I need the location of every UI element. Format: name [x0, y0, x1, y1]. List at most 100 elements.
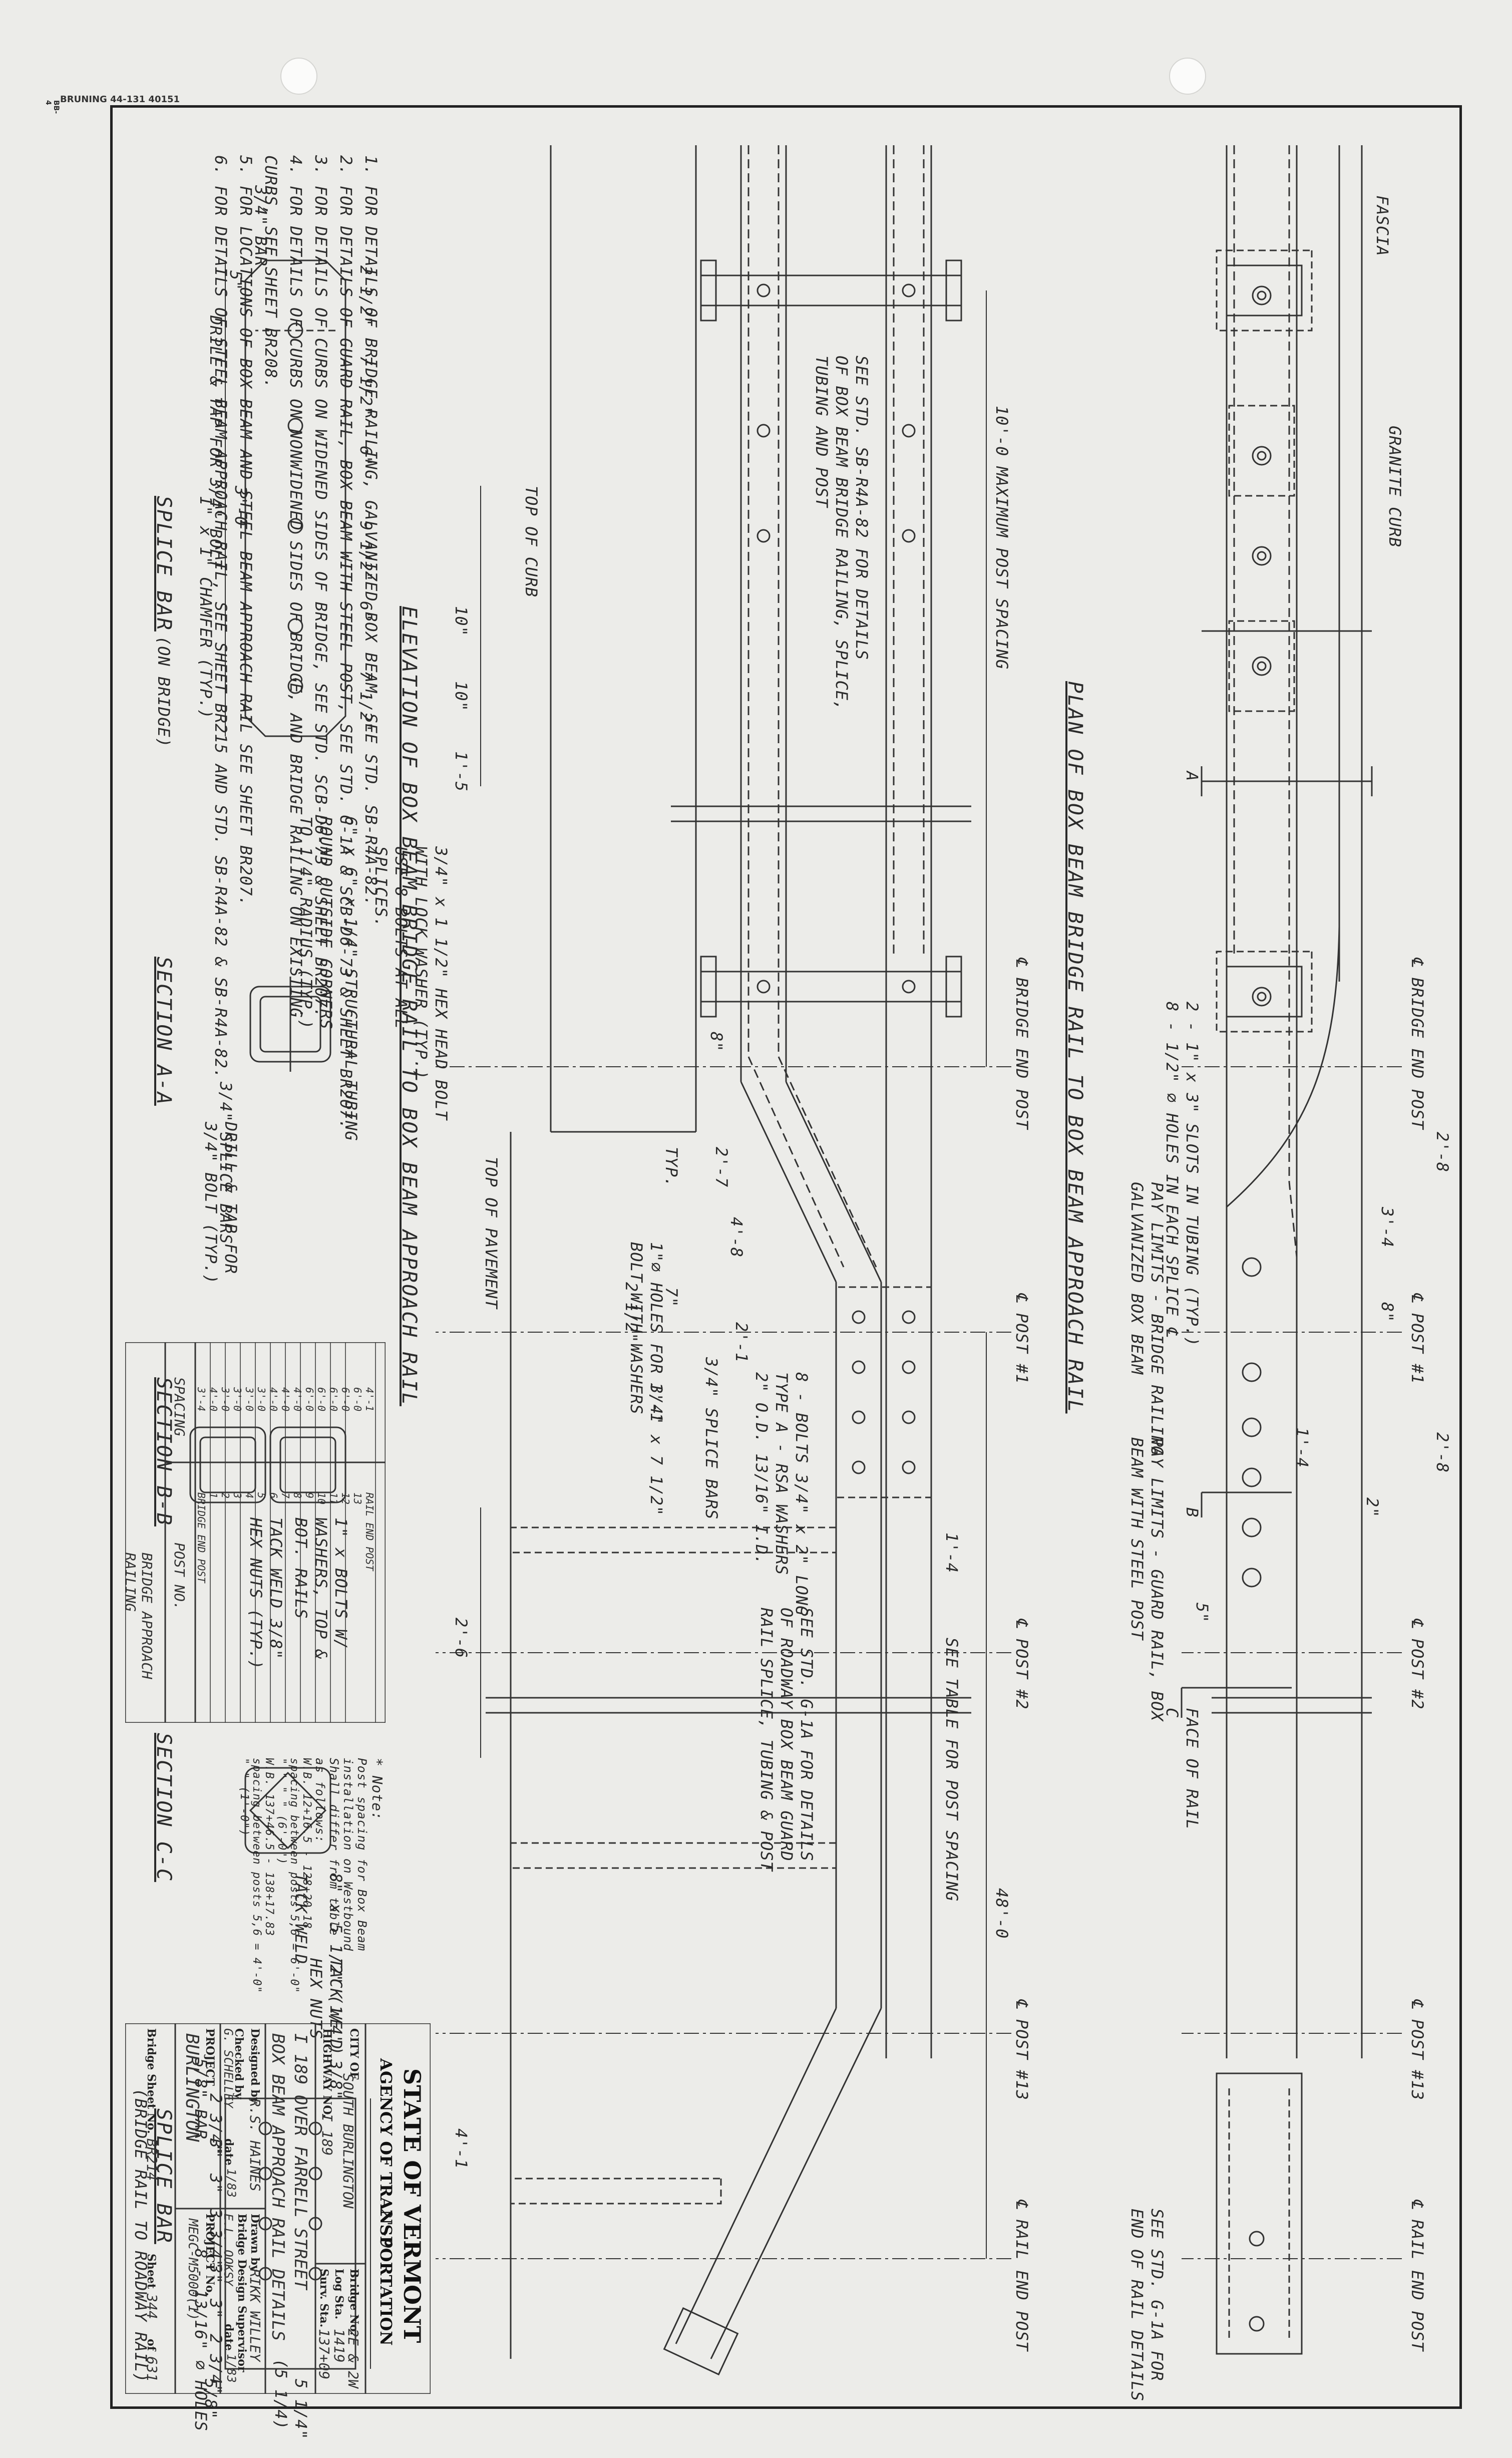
title-drawn: RIKK WILLEY [247, 2269, 263, 2362]
title-bridge-no-label: Bridge No. [347, 2269, 360, 2336]
drawing-linework [189, 145, 1402, 2376]
title-supervisor-label: Bridge Design Supervisor [235, 2214, 248, 2372]
plan-dim-4: 1'-4 [1293, 1427, 1312, 1468]
table-row-spacing: 3'-0 [255, 1387, 267, 1412]
elev-dim-8: 8" [707, 1032, 726, 1052]
title-date-label-2: date [222, 2324, 235, 2351]
table-row-post: 12 [339, 1492, 351, 1505]
title-surv-sta: 137+09 [316, 2329, 332, 2380]
table-row-spacing: 4'-0 [279, 1387, 291, 1412]
elev-dim-10a: 10" [452, 606, 471, 637]
plan-end-of-rail: END OF RAIL DETAILS [1127, 2209, 1147, 2402]
note-2: 2. FOR DETAILS OF GUARD RAIL, BOX BEAM W… [336, 155, 355, 1130]
asterisk-note-6: spacing between posts 5,6 = 6'-0" [288, 1758, 300, 1994]
elev-see-std-g1a-2: OF ROADWAY BOX BEAM GUARD [777, 1608, 796, 1862]
title-drawn-label: Drawn by [248, 2214, 261, 2272]
asterisk-note-9: spacing between posts 5,6 = 4'-0" [250, 1758, 263, 1994]
section-cc-title: SECTION C-C [152, 1733, 175, 1882]
title-sheet-label: Bridge Sheet No. [145, 2028, 158, 2134]
title-designed: R.S. HAINES [247, 2098, 263, 2192]
plan-section-c: C [1163, 1708, 1182, 1718]
plan-pay-limits-bridge: PAY LIMITS - BRIDGE RAILING [1148, 1182, 1167, 1456]
general-notes: 1. FOR DETAILS OF BRIDGE RAILING, GALVAN… [205, 155, 381, 1307]
elev-max-post-spacing: 10'-0 MAXIMUM POST SPACING [992, 406, 1011, 670]
title-sheet-of-label: Sheet [145, 2254, 158, 2289]
title-project-1: I 189 OVER FARRELL STREET [290, 2033, 310, 2290]
plan-dim-7: 5" [1193, 1603, 1212, 1623]
table-row-post: 11 [327, 1492, 339, 1505]
plan-granite-curb: GRANITE CURB [1385, 426, 1404, 548]
table-header-spacing: SPACING [171, 1377, 188, 1437]
punch-hole-left [280, 58, 317, 95]
asterisk-note-4: as follows: [313, 1758, 327, 1843]
plan-dim-6: 2" [1363, 1497, 1382, 1518]
elev-bolts-8b: TYPE A - RSA WASHERS [772, 1372, 791, 1576]
plan-fascia: FASCIA [1373, 195, 1392, 256]
title-block: STATE OF VERMONT AGENCY OF TRANSPORTATIO… [125, 2023, 431, 2394]
asterisk-note-10: " " (1'-0") [238, 1758, 250, 1836]
plan-dim-5: 2'-8 [1433, 1432, 1452, 1473]
note-4: 4. FOR DETAILS OF CURBS ON NONWIDENED SI… [286, 155, 305, 1018]
plan-bridge-end-post: ℄ BRIDGE END POST [1408, 957, 1427, 1130]
title-log-sta-label: Log Sta. [332, 2269, 345, 2320]
title-checked: G. SCHELLEY [221, 2028, 235, 2108]
table-title: BRIDGE APPROACH RAILING [122, 1553, 155, 1679]
title-of-total: 631 [144, 2356, 160, 2382]
plan-pay-limits-guard: PAY LIMITS - GUARD RAIL, BOX [1148, 1437, 1167, 1722]
elev-see-std-g1a-3: RAIL SPLICE, TUBING & POST [757, 1608, 776, 1872]
table-row-post: 9 [303, 1492, 315, 1499]
note-3: 3. FOR DETAILS OF CURBS ON WIDENED SIDES… [311, 155, 330, 1018]
title-project-no-label: PROJECT No. [203, 2214, 216, 2296]
title-highway-label: HIGHWAY NO. [320, 2028, 333, 2118]
elev-dim-41: 4'-1 [452, 2128, 471, 2170]
asterisk-note-8: W.B. 137+46.5 - 138+17.83 [263, 1758, 275, 1937]
punch-hole-right [1169, 58, 1206, 95]
title-state: STATE OF VERMONT [399, 2068, 426, 2343]
table-row-spacing: 4'-0 [291, 1387, 303, 1412]
table-row-spacing: 3'-0 [243, 1387, 255, 1412]
elev-dim-14: 1'-4 [942, 1532, 961, 1574]
elev-top-of-curb: TOP OF CURB [522, 486, 541, 597]
title-date-1: 1/83 [224, 2169, 238, 2198]
title-agency: AGENCY OF TRANSPORTATION [376, 2058, 396, 2346]
drawing-content: FASCIA GRANITE CURB FACE OF RAIL ℄ BRIDG… [110, 105, 1462, 2440]
plan-dim-3: 8" [1378, 1302, 1397, 1323]
elev-dim-15: 1'-5 [452, 751, 471, 792]
elev-bolts-8: 8 - BOLTS 3/4" x 2" LONG [792, 1372, 811, 1616]
asterisk-note-0: * Note: [369, 1758, 386, 1821]
plan-post-2: ℄ POST #2 [1408, 1618, 1427, 1710]
table-row-post: 5 [255, 1492, 267, 1499]
splice-bridge-subtitle: (ON BRIDGE) [154, 636, 173, 748]
table-row-post: RAIL END POST [363, 1492, 375, 1571]
note-5: 5. FOR LOCATIONS OF BOX BEAM AND STEEL B… [236, 155, 255, 906]
elev-dim-480: 48'-0 [992, 1888, 1011, 1939]
corner-mark: BB-4 [44, 100, 65, 115]
brand-label: BRUNING 44-131 40151 [60, 94, 180, 105]
elev-see-std-sb-3: TUBING AND POST [812, 356, 831, 508]
section-aa-lock-washer: WITH LOCK WASHER (TYP.) [412, 846, 431, 1080]
elev-post-13: ℄ POST #13 [1012, 1998, 1031, 2100]
asterisk-note-1: Post spacing for Box Beam [355, 1758, 369, 1952]
elev-typ: TYP. [662, 1147, 681, 1188]
title-surv-sta-label: Surv. Sta. [317, 2269, 330, 2328]
table-row-spacing: 3'-0 [219, 1387, 231, 1412]
plan-see-std-end: SEE STD. G-1A FOR [1148, 2209, 1167, 2381]
title-project-no: MEGC-M5000(1) [185, 2219, 200, 2321]
title-date-2: 1/83 [224, 2354, 238, 2383]
table-row-spacing: 6'-0 [303, 1387, 315, 1412]
drawing-border [110, 105, 1462, 2409]
elev-rail-end-post: ℄ RAIL END POST [1012, 2199, 1031, 2352]
elev-dim-21: 2'-1 [732, 1322, 751, 1363]
plan-post-1: ℄ POST #1 [1408, 1292, 1427, 1384]
plan-beam-steel-post: BEAM WITH STEEL POST [1127, 1437, 1147, 1641]
table-grid [125, 1342, 386, 1723]
table-row-post: 8 [291, 1492, 303, 1499]
elev-top-of-pavement: TOP OF PAVEMENT [482, 1157, 501, 1309]
elev-dim-11: 1'-1 [647, 1382, 666, 1423]
elev-dim-10b: 10" [452, 681, 471, 712]
elev-dim-27: 2'-7 [712, 1147, 731, 1188]
post-spacing-table: BRIDGE APPROACH RAILING POST NO. SPACING… [122, 1342, 386, 1723]
plan-dim-2: 3'-4 [1378, 1207, 1397, 1248]
title-block-frame [125, 2023, 431, 2394]
plan-post-13: ℄ POST #13 [1408, 1998, 1427, 2100]
